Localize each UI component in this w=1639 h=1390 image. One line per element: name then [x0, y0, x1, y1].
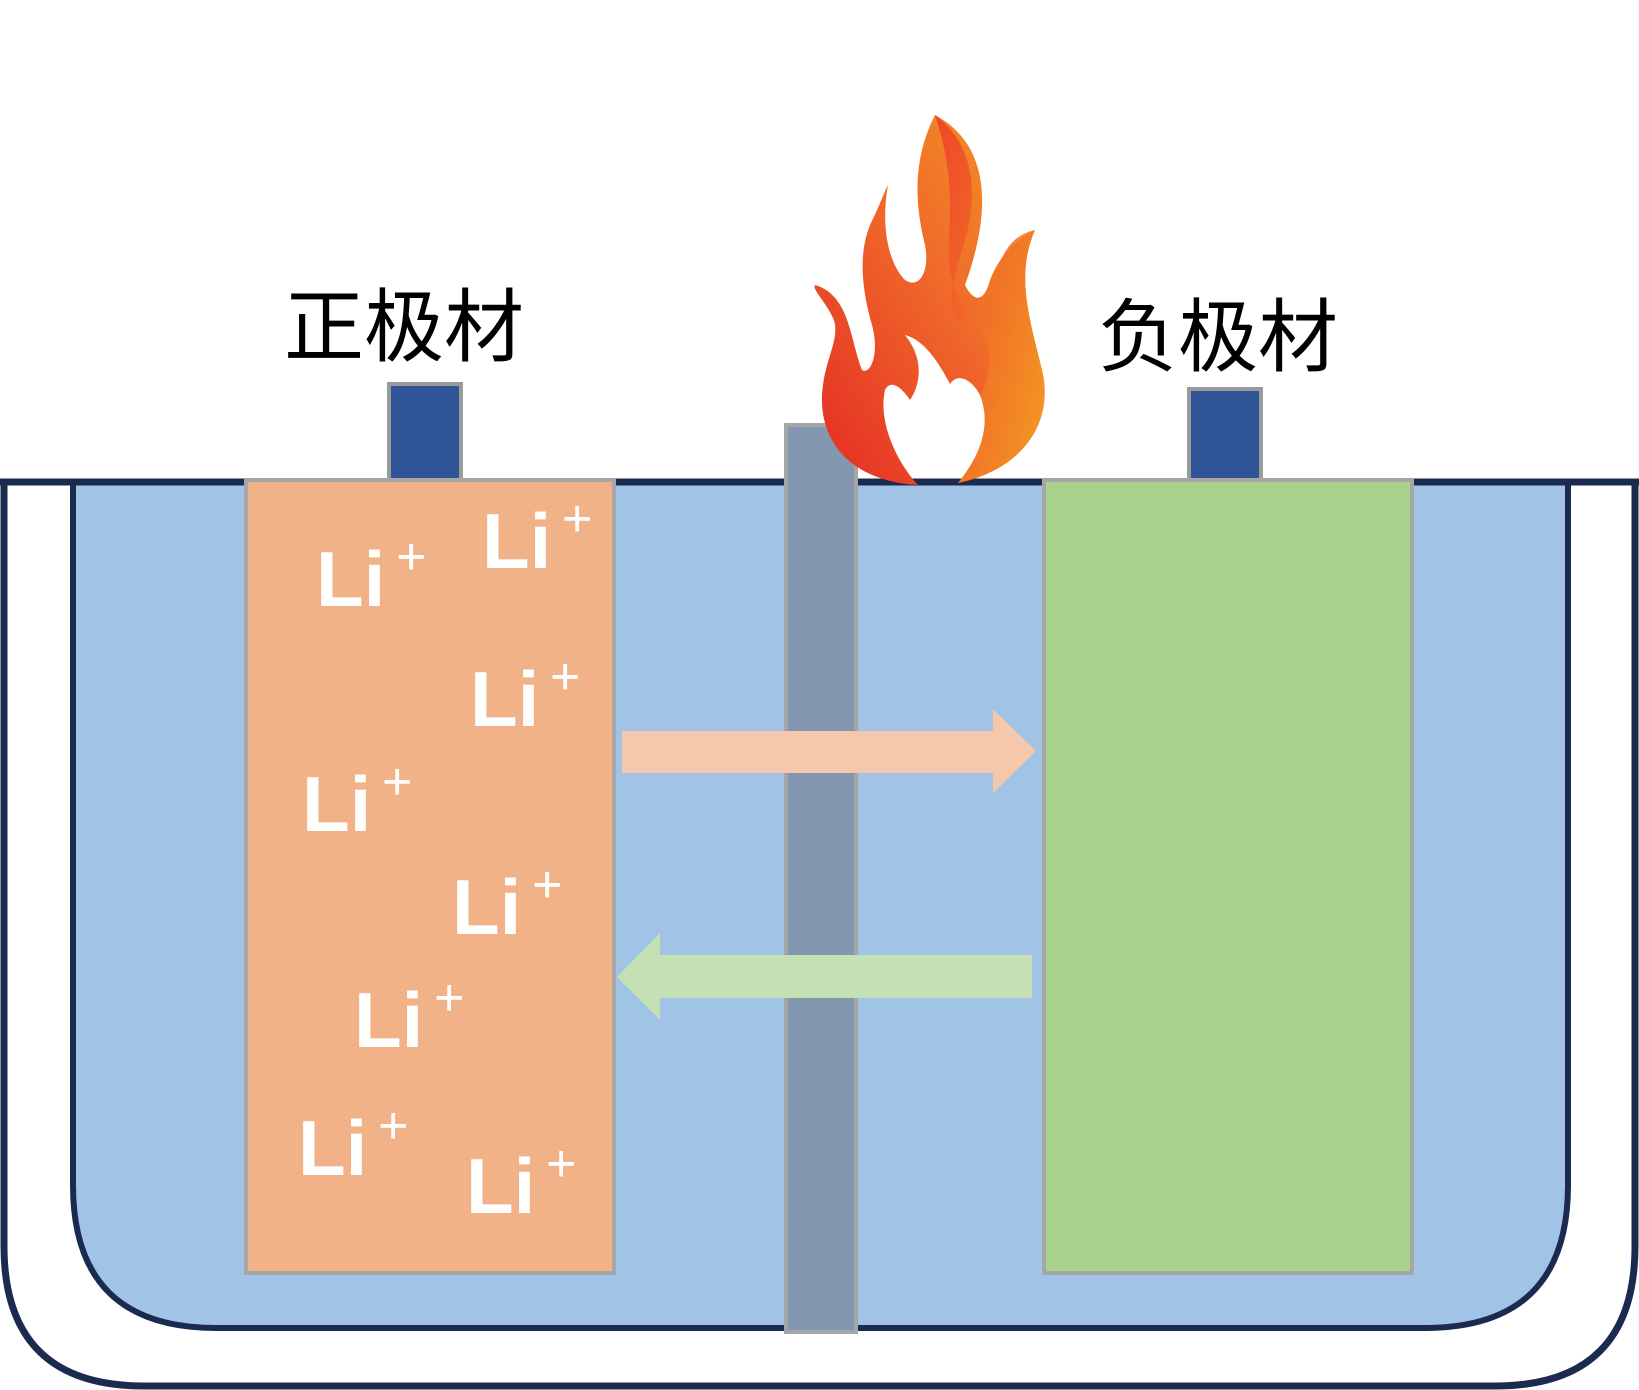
arrow-right-icon — [622, 709, 1036, 793]
lithium-ion-symbol: Li — [482, 497, 551, 585]
lithium-ion-label: Li+ — [298, 1097, 408, 1192]
separator — [784, 423, 858, 1334]
lithium-ion-symbol: Li — [298, 1104, 367, 1192]
lithium-ion-symbol: Li — [470, 655, 539, 743]
positive-terminal — [387, 382, 463, 482]
lithium-ion-symbol: Li — [452, 863, 521, 951]
lithium-ion-symbol: Li — [354, 976, 423, 1064]
lithium-ion-charge: + — [378, 1097, 408, 1155]
lithium-ion-label: Li+ — [302, 753, 412, 848]
negative-electrode — [1042, 478, 1414, 1275]
arrow-left-icon — [617, 933, 1032, 1020]
positive-electrode-label: 正极材 — [284, 281, 524, 374]
lithium-ion-symbol: Li — [302, 760, 371, 848]
fire-icon — [814, 115, 1045, 485]
lithium-ion-charge: + — [434, 969, 464, 1027]
lithium-ion-charge: + — [532, 856, 562, 914]
lithium-ion-label: Li+ — [354, 969, 464, 1064]
lithium-ion-charge: + — [382, 753, 412, 811]
positive-electrode — [244, 478, 616, 1275]
lithium-ions: Li+Li+Li+Li+Li+Li+Li+Li+ — [298, 490, 592, 1230]
lithium-ion-symbol: Li — [466, 1142, 535, 1230]
lithium-ion-symbol: Li — [316, 535, 385, 623]
lithium-ion-charge: + — [562, 490, 592, 548]
lithium-ion-label: Li+ — [316, 528, 426, 623]
lithium-ion-label: Li+ — [466, 1135, 576, 1230]
lithium-ion-charge: + — [546, 1135, 576, 1193]
lithium-ion-label: Li+ — [470, 648, 580, 743]
lithium-ion-label: Li+ — [452, 856, 562, 951]
lithium-ion-charge: + — [550, 648, 580, 706]
negative-terminal — [1187, 387, 1263, 487]
lithium-ion-charge: + — [396, 528, 426, 586]
negative-electrode-label: 负极材 — [1098, 291, 1338, 384]
lithium-ion-label: Li+ — [482, 490, 592, 585]
